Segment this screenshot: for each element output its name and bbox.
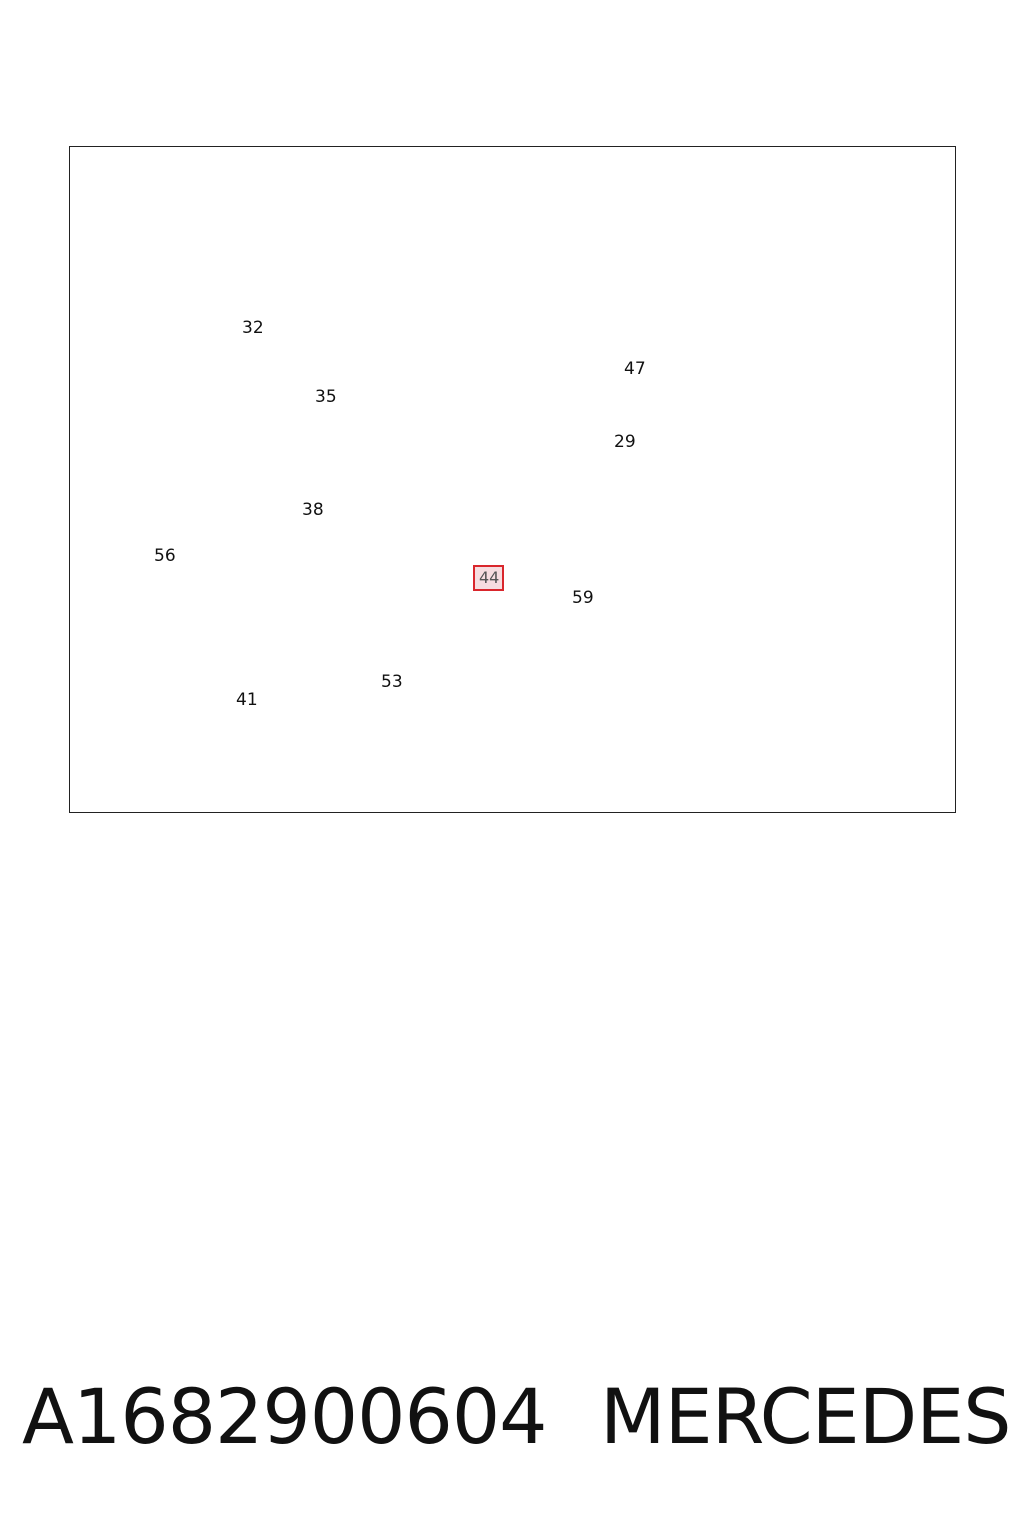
callout-53: 53: [381, 672, 403, 692]
callout-44-highlighted[interactable]: 44: [473, 565, 505, 591]
callout-59: 59: [572, 588, 594, 608]
callout-38: 38: [302, 500, 324, 520]
callout-56: 56: [154, 546, 176, 566]
callout-32: 32: [242, 318, 264, 338]
callout-47: 47: [624, 359, 646, 379]
callout-35: 35: [315, 387, 337, 407]
brand-name: MERCEDES: [600, 1372, 1011, 1461]
callout-41: 41: [236, 690, 258, 710]
callout-29: 29: [614, 432, 636, 452]
part-number: A1682900604: [22, 1372, 548, 1461]
diagram-frame: [69, 146, 956, 813]
footer: A1682900604 MERCEDES: [0, 1372, 1024, 1472]
